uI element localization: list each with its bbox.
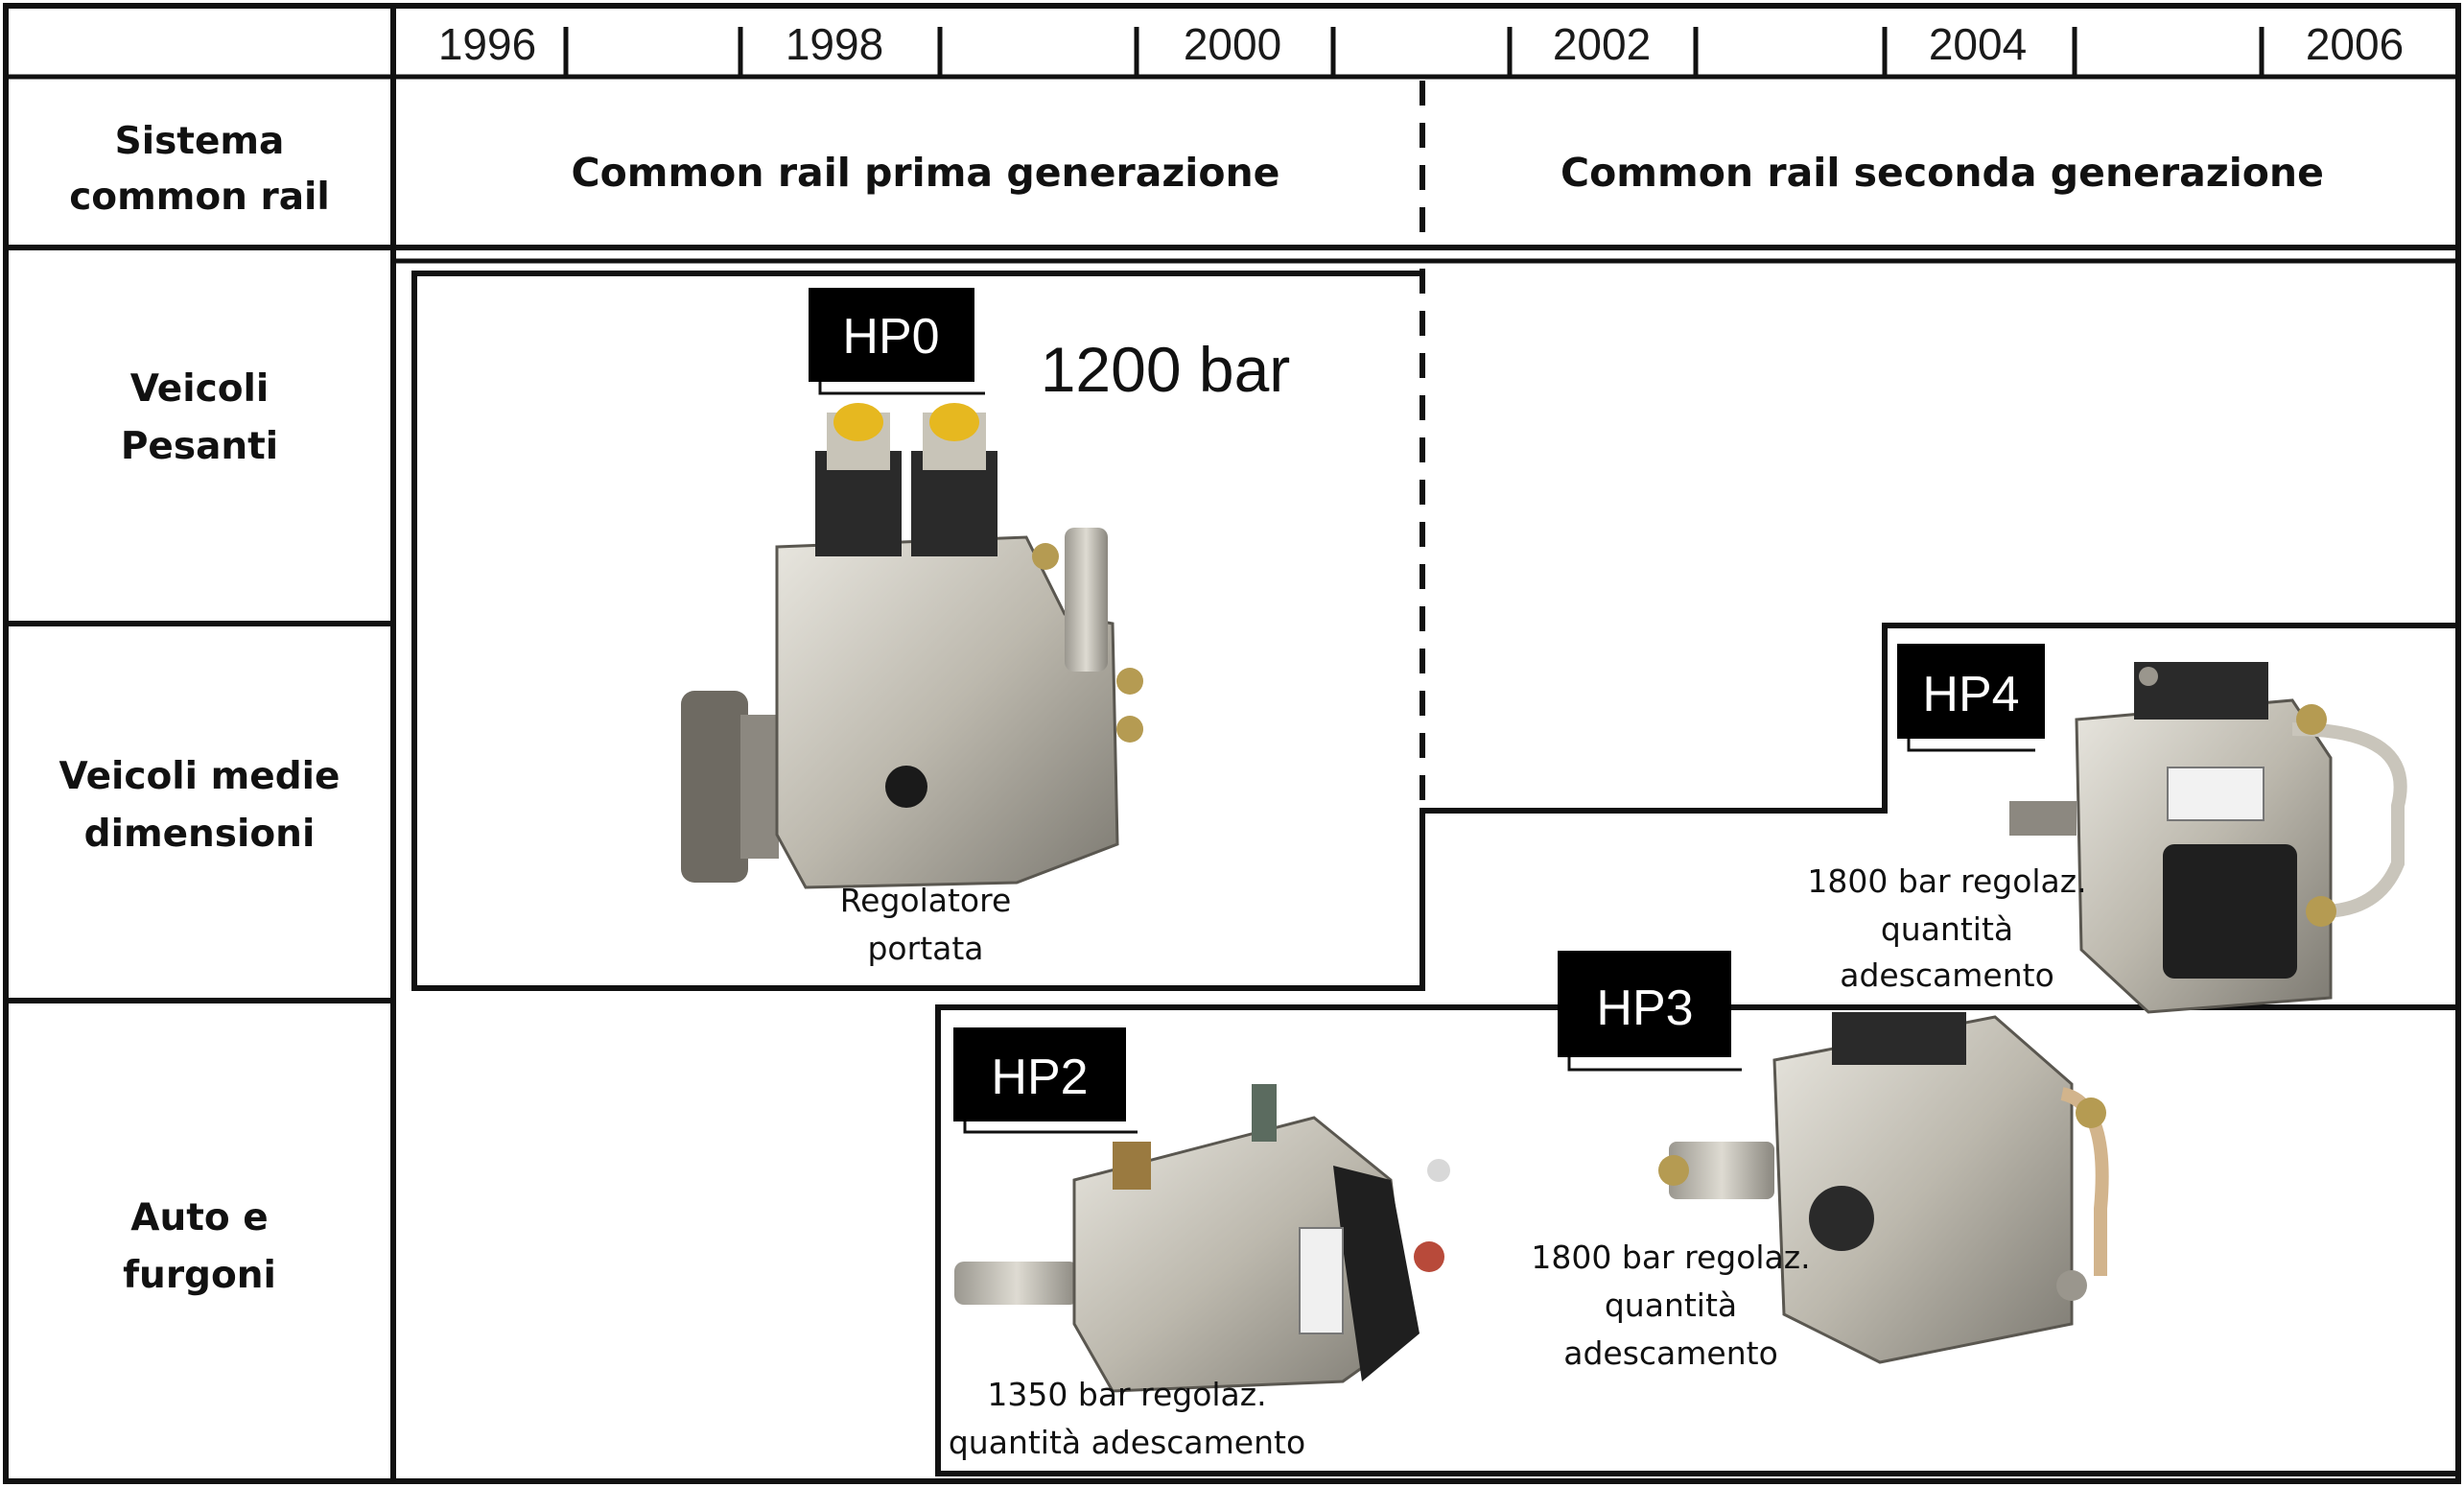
hp3-note-line-3: adescamento — [1563, 1334, 1778, 1372]
year-label: 1998 — [786, 19, 883, 69]
hp2-note-line-1: 1350 bar regolaz. — [987, 1376, 1266, 1413]
system-label-line-2: common rail — [69, 176, 330, 219]
row-label-medium-line-2: dimensioni — [84, 813, 316, 856]
year-label: 2006 — [2306, 19, 2404, 69]
row-label-cars-line-2: furgoni — [123, 1254, 276, 1297]
hp4-pump-image — [2009, 662, 2407, 1014]
hp2-label: HP2 — [991, 1050, 1088, 1105]
generation-divider — [1420, 81, 1539, 1010]
hp2-label-box: HP2 — [953, 1027, 1138, 1134]
first-generation-label: Common rail prima generazione — [571, 150, 1279, 196]
hp0-pressure: 1200 bar — [1041, 334, 1291, 405]
hp2-note-line-2: quantità adescamento — [949, 1424, 1305, 1461]
row-labels: Veicoli Pesanti Veicoli medie dimensioni… — [59, 367, 340, 1297]
year-label: 2004 — [1929, 19, 2027, 69]
hp0-label-box: HP0 — [809, 288, 985, 395]
hp3-label: HP3 — [1596, 980, 1693, 1036]
row-label-cars-line-1: Auto e — [130, 1196, 268, 1239]
hp4-note-line-1: 1800 bar regolaz. — [1807, 862, 2086, 900]
year-labels: 1996 1998 2000 2002 2004 2006 — [438, 19, 2404, 69]
row-label-medium-line-1: Veicoli medie — [59, 755, 340, 798]
hp0-region — [411, 271, 2458, 991]
hp4-label: HP4 — [1922, 667, 2019, 722]
hp4-note-line-2: quantità — [1881, 910, 2013, 948]
row-label-heavy-line-2: Pesanti — [121, 425, 278, 468]
table-grid — [3, 3, 2461, 1484]
hp0-label: HP0 — [842, 309, 939, 365]
hp3-pump-image — [1658, 1012, 2109, 1364]
hp4-label-box: HP4 — [1897, 644, 2045, 752]
hp0-note-line-2: portata — [867, 930, 983, 967]
row-label-heavy-line-1: Veicoli — [130, 367, 270, 411]
hp3-label-box: HP3 — [1558, 951, 1742, 1072]
hp0-note-line-1: Regolatore — [840, 882, 1012, 919]
second-generation-label: Common rail seconda generazione — [1561, 150, 2324, 196]
system-label-line-1: Sistema — [115, 120, 285, 163]
hp0-pump-image — [681, 403, 1143, 889]
year-label: 1996 — [438, 19, 536, 69]
hp3-note-line-2: quantità — [1605, 1286, 1737, 1324]
year-label: 2002 — [1553, 19, 1651, 69]
hp4-note-line-3: adescamento — [1840, 956, 2054, 994]
hp2-pump-image — [954, 1084, 1450, 1393]
year-label: 2000 — [1184, 19, 1281, 69]
year-ticks — [563, 27, 2265, 75]
hp3-note-line-1: 1800 bar regolaz. — [1531, 1239, 1810, 1276]
